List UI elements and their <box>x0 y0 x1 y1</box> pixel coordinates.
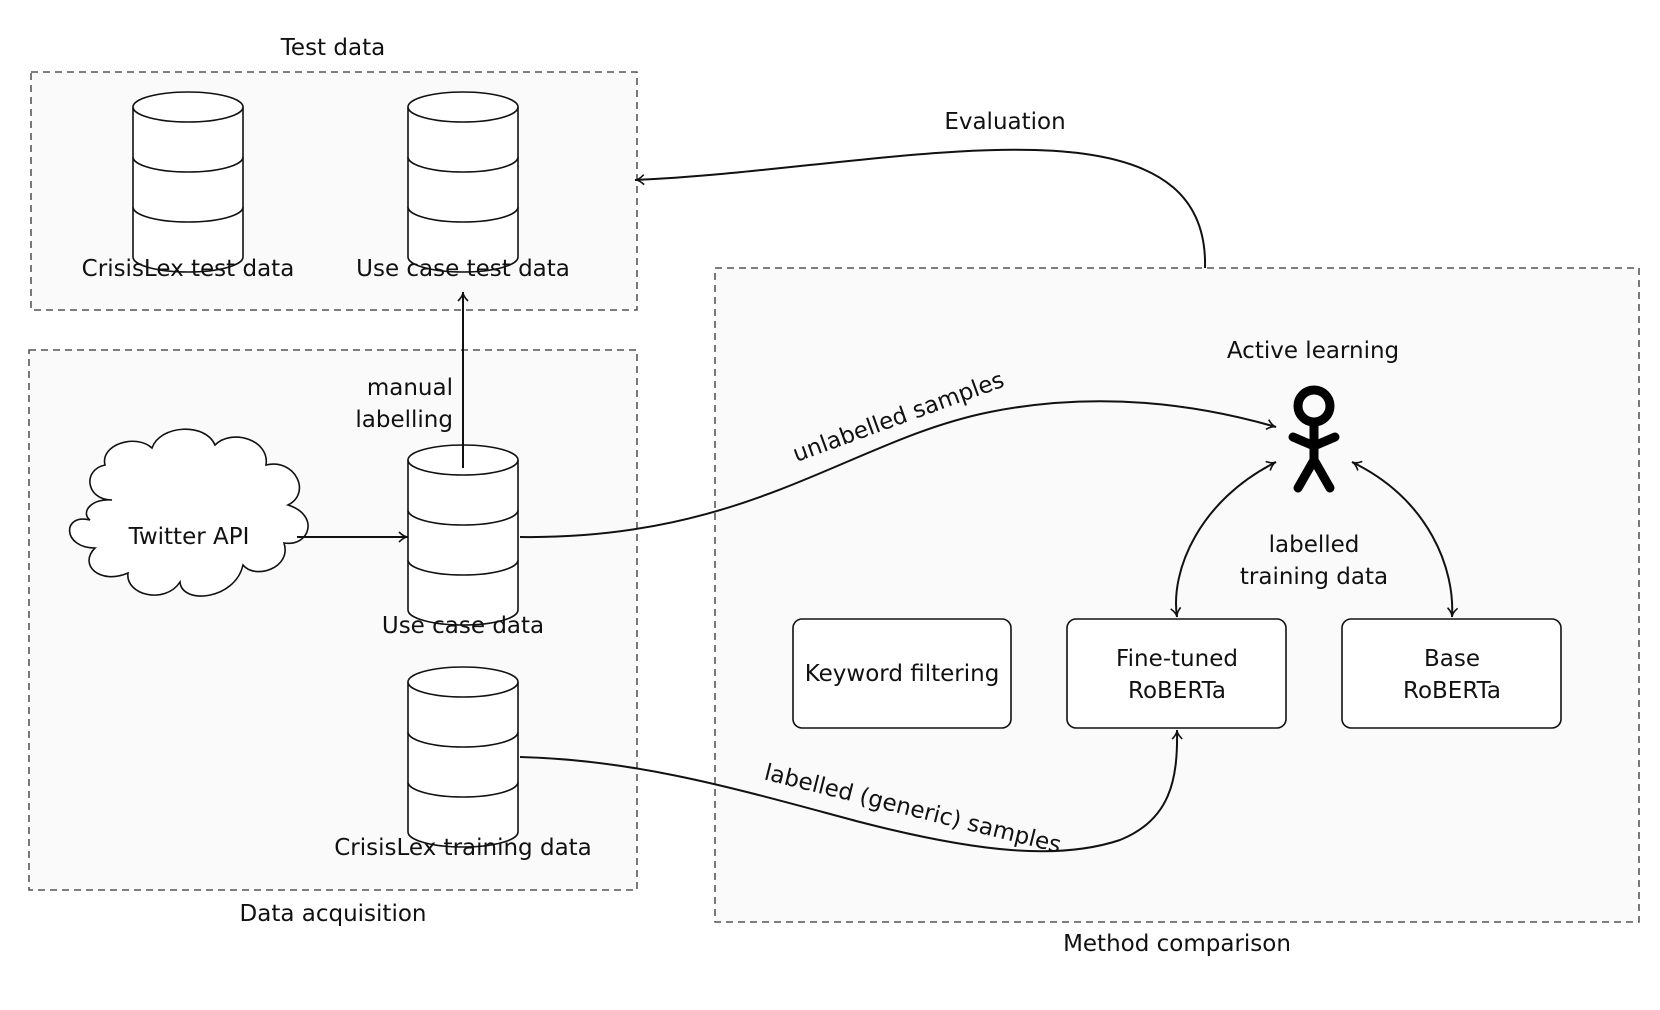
base-label-line-2: RoBERTa <box>1403 678 1501 704</box>
method-comparison-group-title: Method comparison <box>1063 931 1291 957</box>
evaluation-arrow <box>634 148 1207 269</box>
active-learning-base-arrow <box>1351 460 1459 618</box>
labelled-generic-samples-arrow <box>519 729 1183 853</box>
fine-tuned-roberta-box <box>1066 618 1287 729</box>
base-roberta-box <box>1341 618 1562 729</box>
active-learning-label: Active learning <box>1227 338 1399 364</box>
use-case-data-label: Use case data <box>382 613 544 639</box>
fine-tuned-label-line-2: RoBERTa <box>1128 678 1226 704</box>
data-acquisition-group-title: Data acquisition <box>240 901 427 927</box>
use-case-test-label: Use case test data <box>356 256 570 282</box>
base-label-line-1: Base <box>1424 646 1480 672</box>
use-case-database-icon <box>407 444 519 626</box>
crisislex-training-database-icon <box>407 666 519 848</box>
twitter-api-cloud-icon <box>68 428 309 597</box>
manual-labelling-label-line-1: manual <box>367 375 453 401</box>
crisislex-test-label: CrisisLex test data <box>82 256 295 282</box>
fine-tuned-label-line-1: Fine-tuned <box>1116 646 1238 672</box>
test-data-group-title: Test data <box>280 35 385 61</box>
active-learning-fine-tuned-arrow <box>1170 460 1277 618</box>
manual-labelling-label-line-2: labelling <box>355 407 453 433</box>
data-acquisition-group <box>28 349 638 891</box>
labelled-training-data-label-line-1: labelled <box>1269 532 1360 558</box>
labelled-training-data-label-line-2: training data <box>1240 564 1388 590</box>
twitter-api-label: Twitter API <box>128 524 250 550</box>
unlabelled-samples-arrow <box>519 400 1277 539</box>
keyword-filtering-box <box>792 618 1012 729</box>
active-learner-person-icon <box>1288 385 1340 493</box>
test-data-group <box>30 71 638 311</box>
evaluation-label: Evaluation <box>944 109 1065 135</box>
use-case-test-database-icon <box>407 91 519 273</box>
crisislex-training-label: CrisisLex training data <box>334 835 592 861</box>
crisislex-test-database-icon <box>132 91 244 273</box>
keyword-filtering-label: Keyword filtering <box>805 661 1000 687</box>
